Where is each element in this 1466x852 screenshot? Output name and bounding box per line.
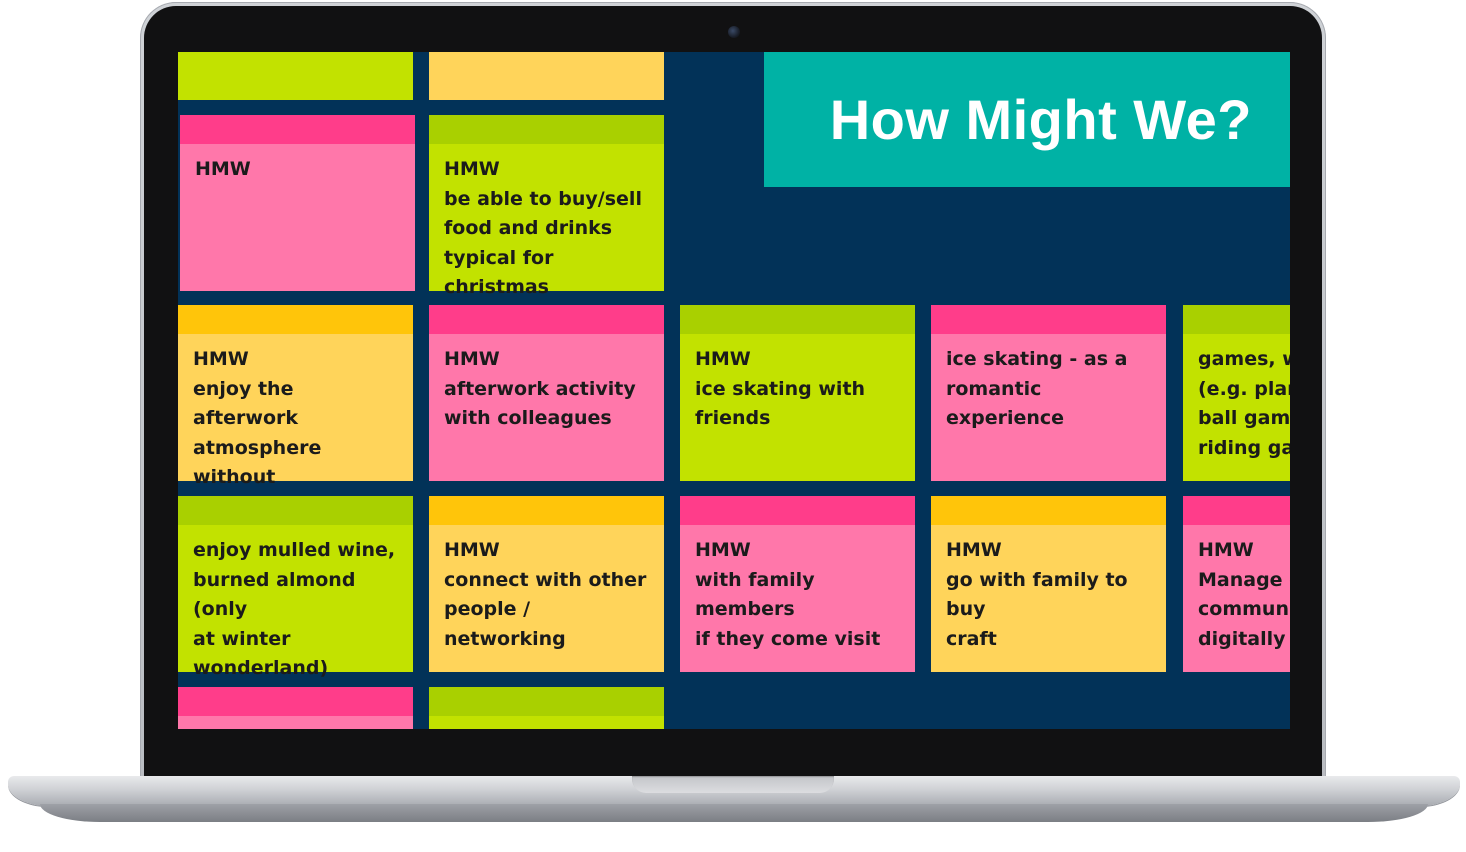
note-text: HMW afterwork activity with colleagues	[444, 348, 636, 429]
webcam-icon	[728, 26, 740, 38]
sticky-note-stub[interactable]	[429, 687, 664, 729]
sticky-note-stub[interactable]	[178, 687, 413, 729]
note-header-strip	[180, 115, 415, 144]
sticky-note[interactable]: games, w (e.g. plant ball game riding ga…	[1183, 305, 1290, 481]
sticky-note[interactable]: HMW go with family to buy craft	[931, 496, 1166, 672]
note-text: ice skating - as a romantic experience	[946, 348, 1128, 429]
sticky-note[interactable]: enjoy mulled wine, burned almond (only a…	[178, 496, 413, 679]
note-text: HMW be able to buy/sell food and drinks …	[444, 158, 642, 298]
note-header-strip	[429, 115, 664, 144]
sticky-note[interactable]: HMW ice skating with friends	[680, 305, 915, 481]
laptop-opening-notch	[632, 776, 834, 793]
note-text: enjoy mulled wine, burned almond (only a…	[193, 539, 396, 679]
banner-title: How Might We?	[829, 88, 1252, 151]
note-text: HMW go with family to buy craft	[946, 539, 1128, 650]
note-header-strip	[178, 305, 413, 334]
note-text: HMW with family members if they come vis…	[695, 539, 881, 650]
note-header-strip	[680, 496, 915, 525]
sticky-note-stub[interactable]	[429, 52, 664, 100]
note-text: HMW connect with other people / networki…	[444, 539, 647, 650]
laptop-base-shadow	[40, 804, 1428, 822]
sticky-note[interactable]: ice skating - as a romantic experience	[931, 305, 1166, 481]
note-text: HMW Manage c communit digitally	[1198, 539, 1290, 650]
sticky-note[interactable]: HMW enjoy the afterwork atmosphere witho…	[178, 305, 413, 518]
sticky-note[interactable]: HMW with family members if they come vis…	[680, 496, 915, 672]
note-header-strip	[178, 496, 413, 525]
sticky-note[interactable]: HMW	[180, 115, 415, 291]
how-might-we-banner[interactable]: How Might We?	[764, 52, 1290, 187]
sticky-note[interactable]: HMW be able to buy/sell food and drinks …	[429, 115, 664, 298]
note-header-strip	[429, 305, 664, 334]
note-header-strip	[1183, 496, 1290, 525]
note-header-strip	[680, 305, 915, 334]
whiteboard-screen[interactable]: How Might We? HMW HMW be able to buy/sel…	[178, 52, 1290, 729]
note-header-strip	[1183, 305, 1290, 334]
sticky-note[interactable]: HMW connect with other people / networki…	[429, 496, 664, 672]
note-text: HMW	[195, 158, 251, 180]
note-header-strip	[429, 496, 664, 525]
note-header-strip	[931, 305, 1166, 334]
sticky-note[interactable]: HMW afterwork activity with colleagues	[429, 305, 664, 481]
note-text: games, w (e.g. plant ball game riding ga…	[1198, 348, 1290, 459]
sticky-note[interactable]: HMW Manage c communit digitally	[1183, 496, 1290, 672]
sticky-note-stub[interactable]	[178, 52, 413, 100]
note-text: HMW ice skating with friends	[695, 348, 866, 429]
note-header-strip	[931, 496, 1166, 525]
